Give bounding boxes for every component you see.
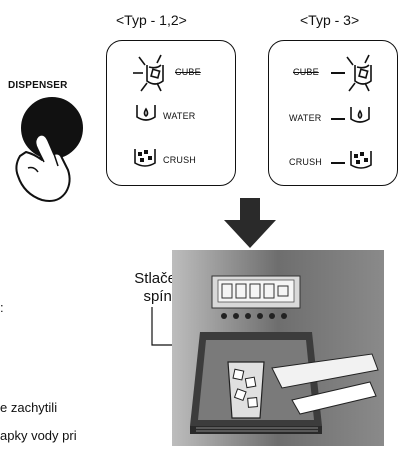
dispenser-illustration bbox=[172, 250, 384, 446]
water-drop-icon-right bbox=[350, 107, 370, 123]
type-1-2-title: <Typ - 1,2> bbox=[116, 12, 187, 28]
crushed-ice-icon-right bbox=[350, 151, 372, 169]
water-dash bbox=[331, 118, 345, 120]
water-label-right: WATER bbox=[289, 113, 322, 123]
water-label: WATER bbox=[163, 111, 196, 121]
dispenser-label: DISPENSER bbox=[8, 80, 68, 91]
cut-text-line2: apky vody pri bbox=[0, 428, 77, 443]
type-3-title: <Typ - 3> bbox=[300, 12, 360, 28]
cube-label-right: CUBE bbox=[293, 67, 319, 77]
type-3-panel: CUBE WATER CRUSH bbox=[268, 40, 398, 186]
crushed-ice-icon bbox=[134, 149, 156, 167]
cube-dash bbox=[331, 72, 345, 74]
down-arrow-icon bbox=[224, 198, 276, 248]
cube-ice-icon-right bbox=[346, 54, 372, 92]
cube-label: CUBE bbox=[175, 67, 201, 77]
dispenser-button-hand-icon bbox=[15, 97, 83, 202]
crush-dash bbox=[331, 162, 345, 164]
water-drop-icon bbox=[136, 105, 156, 121]
crush-label: CRUSH bbox=[163, 155, 197, 165]
crush-label-right: CRUSH bbox=[289, 157, 323, 167]
cut-text-colon: : bbox=[0, 300, 4, 315]
type-1-2-panel: CUBE WATER CRUSH bbox=[106, 40, 236, 186]
cube-ice-icon bbox=[133, 54, 164, 92]
cut-text-line1: e zachytili bbox=[0, 400, 58, 415]
